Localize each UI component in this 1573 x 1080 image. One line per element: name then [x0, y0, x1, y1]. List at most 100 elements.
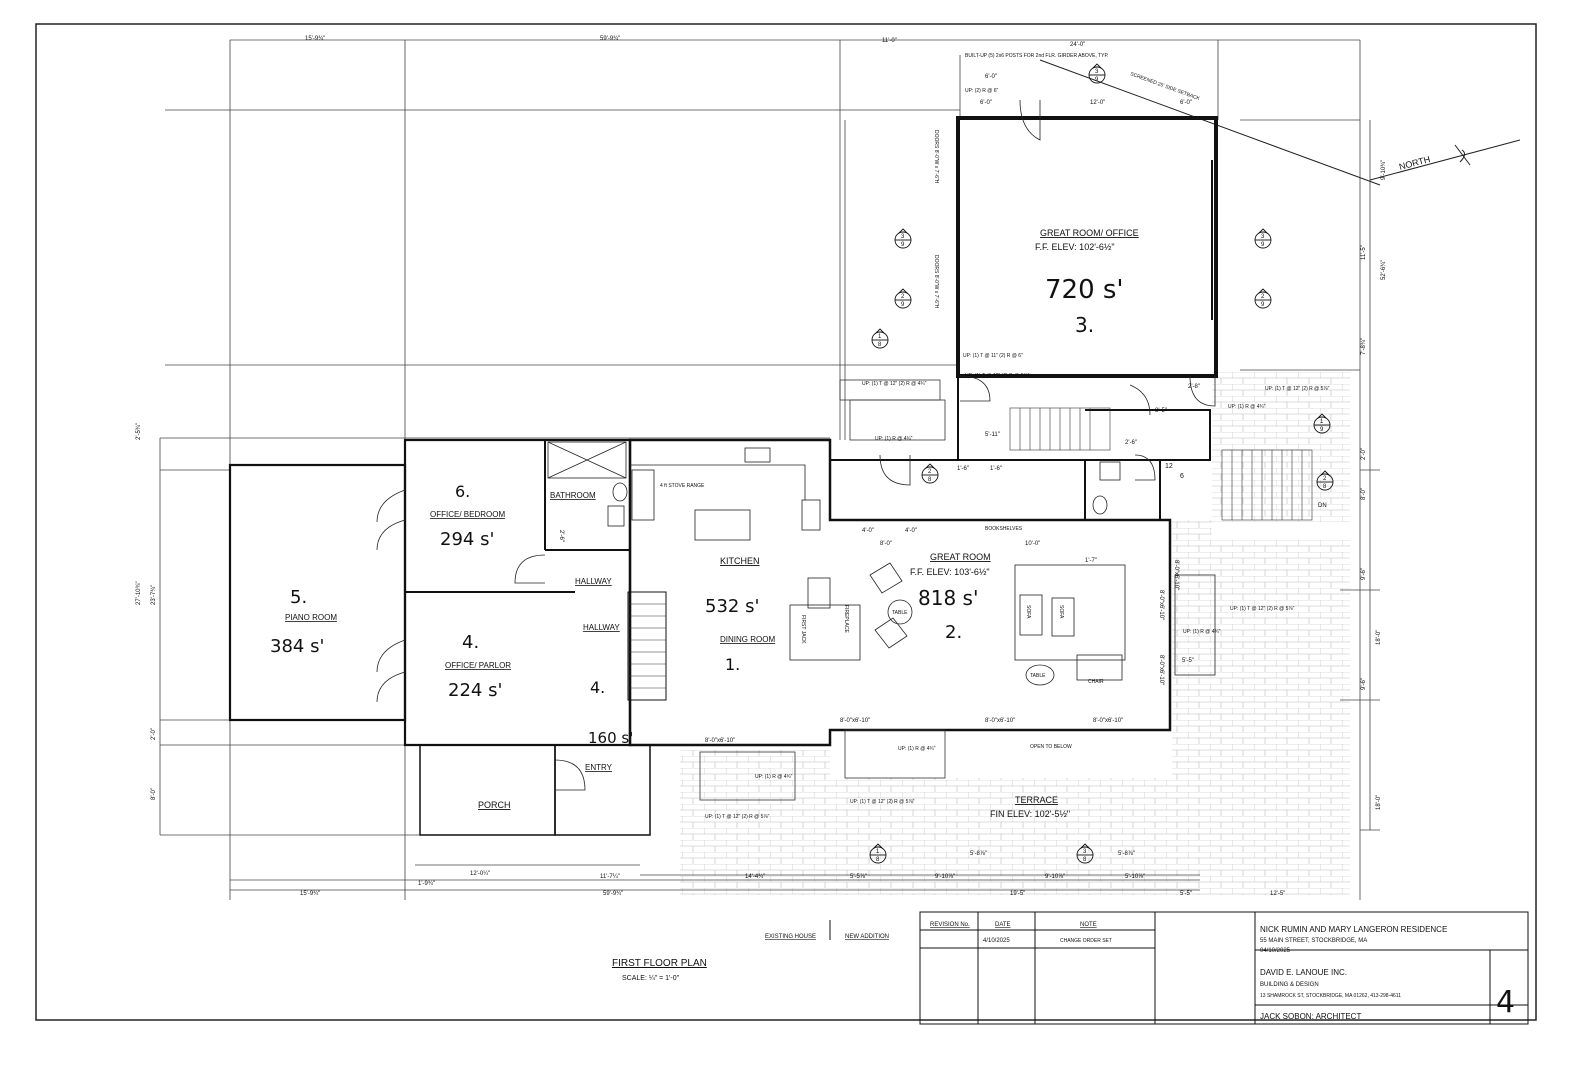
title-block-text: REVISION No. DATE NOTE 4/10/2025 CHANGE …	[930, 922, 1515, 1021]
office-parlor-number: 4.	[462, 632, 479, 653]
dim-top-a: 15'-9¾"	[305, 36, 325, 42]
section-mark: 39	[1088, 63, 1106, 84]
chair-label: CHAIR	[1088, 679, 1104, 685]
up10-label: UP: (1) T @ 12" (2) R @ 5⅞"	[850, 799, 915, 805]
section-mark-bottom: 9	[1320, 427, 1324, 433]
builtup-label: BUILT-UP (5) 2x6 POSTS FOR 2nd FLR. GIRD…	[965, 53, 1109, 59]
piano-room-area: 384 s'	[270, 636, 324, 657]
dim-bot-i: 9'-10⅞"	[1045, 874, 1065, 880]
terrace-steps	[699, 379, 946, 801]
section-mark-arrow	[1092, 63, 1102, 69]
table2-label: TABLE	[1030, 673, 1046, 679]
dim-left-a: 2'-5¾"	[136, 423, 142, 440]
dim-win4: 8'-0"x6'-10"	[1093, 718, 1123, 724]
project-name: NICK RUMIN AND MARY LANGERON RESIDENCE	[1260, 925, 1447, 934]
firm-sub: BUILDING & DESIGN	[1260, 982, 1319, 988]
great-room-office-number: 3.	[1075, 313, 1094, 337]
stairs-main	[628, 603, 666, 689]
terrace-paving	[680, 372, 1350, 895]
dim-bot-l: 19'-5"	[1010, 891, 1025, 897]
bookshelves-label: BOOKSHELVES	[985, 526, 1023, 532]
section-mark: 38	[1076, 843, 1094, 864]
dim-right-g: 18'-0"	[1376, 795, 1382, 810]
up3-label: UP: (1) T @ 12" (2) R @ 4¾"	[862, 381, 927, 387]
dim-left-c: 23'-7¾"	[151, 585, 157, 605]
section-mark-top: 3	[1095, 69, 1099, 75]
dim-1-7: 1'-7"	[1085, 558, 1097, 564]
great-room-label: GREAT ROOM	[930, 552, 991, 562]
piano-room-number: 5.	[290, 587, 307, 608]
dining-room-number: 1.	[725, 655, 740, 674]
firstjack-label: FIRST JACK	[800, 615, 806, 644]
dining-room-label: DINING ROOM	[720, 635, 775, 644]
dim-bot-j: 5'-10⅞"	[1125, 874, 1145, 880]
great-room-office-label: GREAT ROOM/ OFFICE	[1040, 228, 1139, 238]
dim-2-6b: 2'-6"	[558, 530, 564, 542]
dim-top-f: 12'-0"	[1090, 100, 1105, 106]
dim-bot-b: 59'-9¾"	[603, 891, 623, 897]
dim-top-g: 6'-0"	[1180, 100, 1192, 106]
dim-left-b: 27'-10¾"	[136, 581, 142, 605]
section-mark: 18	[871, 328, 889, 349]
hallway-upper-label: HALLWAY	[575, 577, 612, 586]
up11-label: UP: (1) R @ 4¾"	[755, 774, 793, 780]
dim-left-e: 8'-0"	[151, 788, 157, 800]
revision-date-1: 4/10/2025	[983, 938, 1010, 944]
dim-win3: 8'-0"x6'-10"	[985, 718, 1015, 724]
section-mark-arrow	[1320, 470, 1330, 476]
hallway-area-number: 4.	[590, 678, 605, 697]
dim-bot-n: 5'-8⅞"	[970, 851, 987, 857]
porch-label: PORCH	[478, 800, 511, 810]
up5-label: UP: (1) T @ 12" (2) R @ 5⅞"	[1265, 386, 1330, 392]
dim-2-8: 2'-8"	[1188, 384, 1200, 390]
walls	[228, 116, 1218, 836]
piano-room-label: PIANO ROOM	[285, 613, 337, 622]
section-mark: 39	[894, 228, 912, 249]
project-address: 55 MAIN STREET, STOCKBRIDGE, MA	[1260, 938, 1367, 944]
section-mark: 28	[1316, 470, 1334, 491]
doors1-label: DOORS 8'-0"W x 7'-6"H	[933, 130, 939, 184]
great-room-office-area: 720 s'	[1045, 275, 1124, 305]
dim-win7: 8'-0"x6'-10"	[1173, 560, 1179, 590]
up7-label: UP: (1) T @ 12" (2) R @ 5⅞"	[1230, 606, 1295, 612]
dim-right-h: 8'-0"	[1361, 488, 1367, 500]
dim-right-i: 2'-0"	[1361, 448, 1367, 460]
doors2-label: DOORS 8'-0"W x 7'-6"H	[933, 255, 939, 309]
dim-win2: 8'-0"x6'-10"	[840, 718, 870, 724]
stairs-connector	[1009, 407, 1111, 451]
dim-bot-h: 9'-10⅞"	[935, 874, 955, 880]
section-mark-bottom: 8	[878, 342, 882, 348]
room-labels: GREAT ROOM/ OFFICE F.F. ELEV: 102'-6½" 7…	[270, 228, 1139, 819]
section-mark-top: 1	[878, 334, 882, 340]
dim-left-d: 2'-0"	[151, 728, 157, 740]
dim-right-b: 11'-5"	[1361, 245, 1367, 260]
dim-win1: 8'-0"x6'-10"	[705, 738, 735, 744]
stair12-label: 12	[1165, 463, 1173, 470]
revision-note-1: CHANGE ORDER SET	[1060, 938, 1112, 944]
open-below-label: OPEN TO BELOW	[1030, 744, 1072, 750]
great-room-area: 818 s'	[918, 586, 978, 610]
dim-4-0b: 4'-0"	[905, 528, 917, 534]
dim-bot-k: 12'-5"	[1270, 891, 1285, 897]
existing-house-label: EXISTING HOUSE	[765, 934, 816, 940]
section-mark-bottom: 9	[1095, 77, 1099, 83]
section-mark-top: 2	[1323, 476, 1327, 482]
section-marks: 39 39 39 29 29 18 19 28 28 18 38	[869, 63, 1334, 864]
section-mark: 29	[894, 288, 912, 309]
dim-bot-g: 5'-5⅞"	[850, 874, 867, 880]
up4-label: UP: (1) R @ 4¾"	[875, 436, 913, 442]
dim-bot-e: 11'-7¼"	[600, 874, 620, 880]
great-room-elev: F.F. ELEV: 103'-6½"	[910, 567, 990, 577]
section-mark-arrow	[875, 328, 885, 334]
dim-win5: 8'-0"x6'-10"	[1158, 590, 1164, 620]
office-bedroom-number: 6.	[455, 482, 470, 501]
terrace-elev: FIN ELEV: 102'-5½"	[990, 809, 1070, 819]
office-bedroom-area: 294 s'	[440, 529, 494, 550]
sheet-border	[35, 23, 1537, 1021]
dim-top-c: 11'-0"	[882, 38, 897, 44]
setback-label: SCREENED 25' SIDE SETBACK	[1129, 71, 1201, 102]
section-mark-arrow	[873, 843, 883, 849]
terrace-label: TERRACE	[1015, 795, 1058, 805]
dim-top-d: 24'-0"	[1070, 42, 1085, 48]
